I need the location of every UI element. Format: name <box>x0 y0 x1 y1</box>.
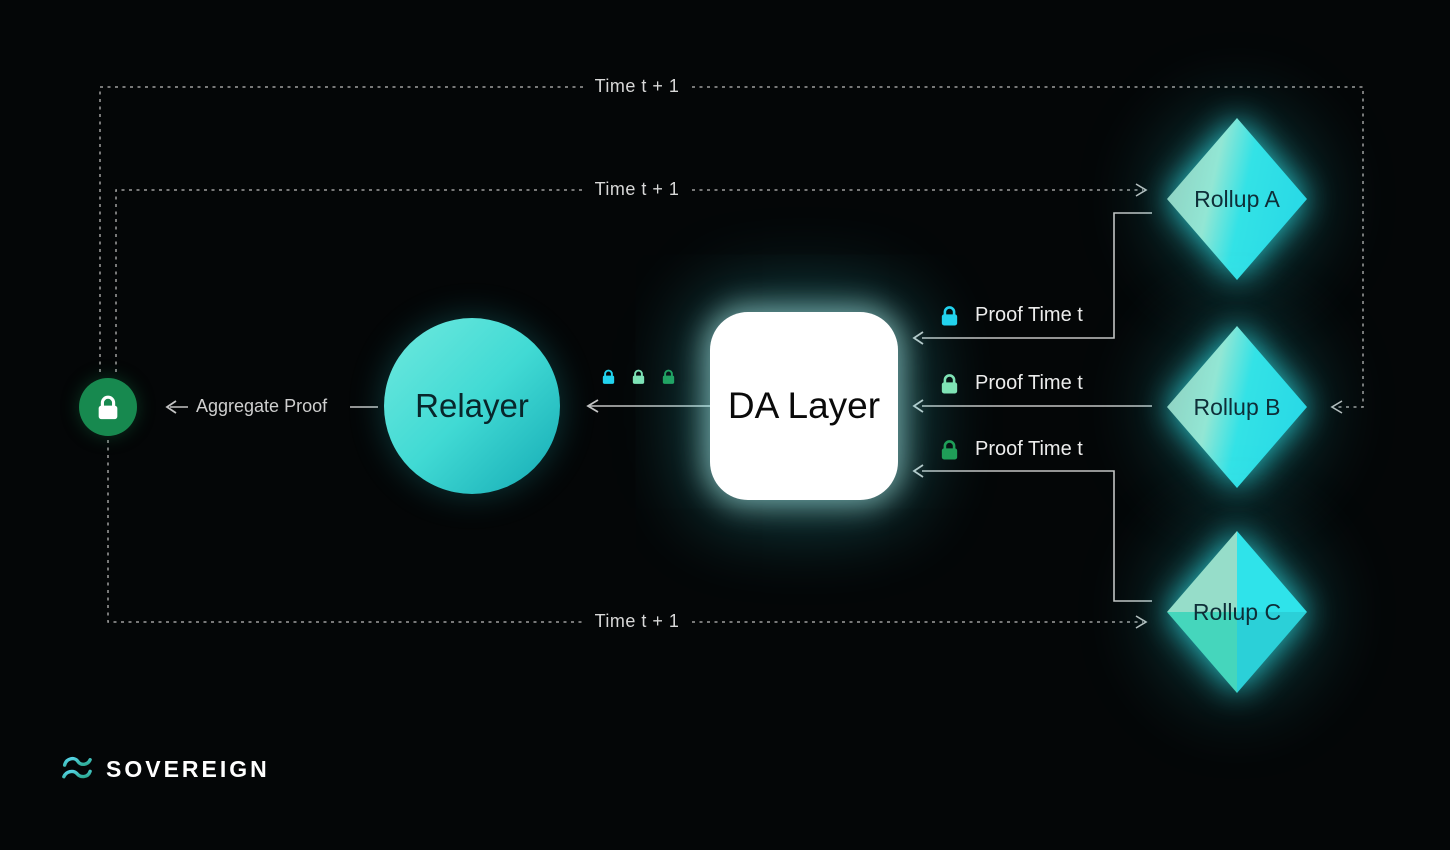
rollup-a-label: Rollup A <box>1194 185 1280 212</box>
sovereign-logo-icon <box>62 756 92 779</box>
aggregate-lock-badge <box>79 378 137 436</box>
lock-icon <box>660 368 677 385</box>
da-layer-node: DA Layer <box>710 312 898 500</box>
proof-row-c: Proof Time t <box>938 436 1083 462</box>
time-label-bottom: Time t + 1 <box>594 611 680 631</box>
lock-icon <box>94 393 122 421</box>
brand-lockup: SOVEREIGN <box>60 754 270 784</box>
diamond-shape <box>1167 326 1307 488</box>
aggregate-proof-label: Aggregate Proof <box>196 396 328 416</box>
rollup-a-node: Rollup A <box>1167 118 1307 280</box>
rollup-b-node: Rollup B <box>1167 326 1307 488</box>
proof-time-label: Proof Time t <box>975 371 1083 394</box>
time-label-middle: Time t + 1 <box>594 179 680 199</box>
da-layer-label: DA Layer <box>727 385 881 426</box>
lock-icon <box>600 368 617 385</box>
aggregated-proof-locks <box>600 368 677 385</box>
lock-icon <box>630 368 647 385</box>
rollup-c-node: Rollup C <box>1167 531 1307 693</box>
proof-time-label: Proof Time t <box>975 303 1083 326</box>
brand-name: SOVEREIGN <box>106 755 270 782</box>
rollup-c-label: Rollup C <box>1192 598 1282 625</box>
relayer-node: Relayer <box>384 318 560 494</box>
proof-row-b: Proof Time t <box>938 370 1083 396</box>
diamond-shape <box>1167 531 1307 693</box>
proof-time-label: Proof Time t <box>975 437 1083 460</box>
rollup-b-label: Rollup B <box>1193 393 1281 420</box>
path-proof-rollup-b <box>912 399 1152 413</box>
path-time-t1-bottom <box>107 440 1148 629</box>
proof-row-a: Proof Time t <box>938 302 1083 328</box>
relayer-label: Relayer <box>415 387 529 424</box>
diamond-shape <box>1167 118 1307 280</box>
lock-icon <box>938 304 961 327</box>
time-label-top: Time t + 1 <box>594 76 680 96</box>
path-da-to-relayer <box>586 399 712 413</box>
path-proof-rollup-c <box>912 464 1152 602</box>
lock-icon <box>938 438 961 461</box>
lock-icon <box>938 372 961 395</box>
path-time-t1-middle <box>115 183 1148 372</box>
